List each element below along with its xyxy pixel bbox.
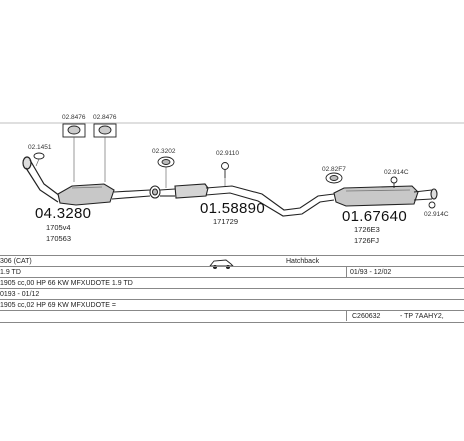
catalytic-converter	[57, 183, 151, 206]
gasket-icon-2	[93, 123, 117, 138]
part-ref-3b: 1726FJ	[354, 236, 380, 245]
part-ref-2a: 171729	[213, 217, 239, 226]
clamp-icon-82f7	[325, 172, 343, 184]
hanger-icon-914c	[390, 176, 398, 188]
middle-silencer	[159, 183, 335, 217]
part-ref-3a: 1726E3	[354, 225, 380, 234]
catalog-cell: C260632	[352, 312, 381, 320]
engine-cell: 1.9 TD	[0, 268, 21, 276]
accessory-label-6: 02.82F7	[322, 166, 346, 173]
part-code-1: 04.3280	[35, 205, 92, 222]
info-row-5: 1905 cc,02 HP 69 KW MFXUDOTE =	[0, 299, 464, 311]
info-row-3: 1905 cc,00 HP 66 KW MFXUDOTE 1.9 TD	[0, 277, 464, 289]
part-ref-1a: 1705v4	[46, 223, 71, 232]
body-cell: Hatchback	[286, 257, 320, 265]
accessory-label-7: 02.914C	[384, 169, 409, 176]
table-divider-2	[346, 310, 347, 321]
accessory-label-3: 02.1451	[28, 144, 52, 151]
dates-cell: 01/93 - 12/02	[350, 268, 392, 276]
clamp-1	[149, 185, 161, 199]
front-pipe	[22, 156, 61, 203]
hanger-icon-9110	[221, 162, 229, 178]
clamp-icon-3202	[157, 156, 175, 168]
info-row-6: C260632 - TP 7AAHY2,	[0, 310, 464, 323]
part-code-3: 01.67640	[342, 208, 407, 225]
model-cell: 306 (CAT)	[0, 257, 32, 265]
accessory-label-8: 02.914C	[424, 211, 449, 218]
info-row-4: 0193 - 01/12	[0, 288, 464, 300]
gasket-icon-1451	[33, 152, 45, 160]
spec2-cell: 1905 cc,02 HP 69 KW MFXUDOTE =	[0, 301, 116, 309]
hanger-icon-914c-b	[428, 201, 436, 209]
gasket-icon-1	[62, 123, 86, 138]
accessory-label-5: 02.9110	[216, 150, 240, 157]
accessory-label-2: 02.8476	[93, 114, 117, 121]
info-row-1: 306 (CAT) Hatchback	[0, 255, 464, 267]
dates2-cell: 0193 - 01/12	[0, 290, 40, 298]
table-divider-1	[346, 266, 347, 277]
accessory-label-4: 02.3202	[152, 148, 176, 155]
part-ref-1b: 170563	[46, 234, 72, 243]
accessory-label-1: 02.8476	[62, 114, 86, 121]
info-row-2: 1.9 TD 01/93 - 12/02	[0, 266, 464, 278]
leader-lines	[35, 137, 226, 188]
ref-cell: - TP 7AAHY2,	[400, 312, 444, 320]
part-code-2: 01.58890	[200, 200, 265, 217]
spec1-cell: 1905 cc,00 HP 66 KW MFXUDOTE 1.9 TD	[0, 279, 133, 287]
rear-silencer	[333, 185, 438, 207]
